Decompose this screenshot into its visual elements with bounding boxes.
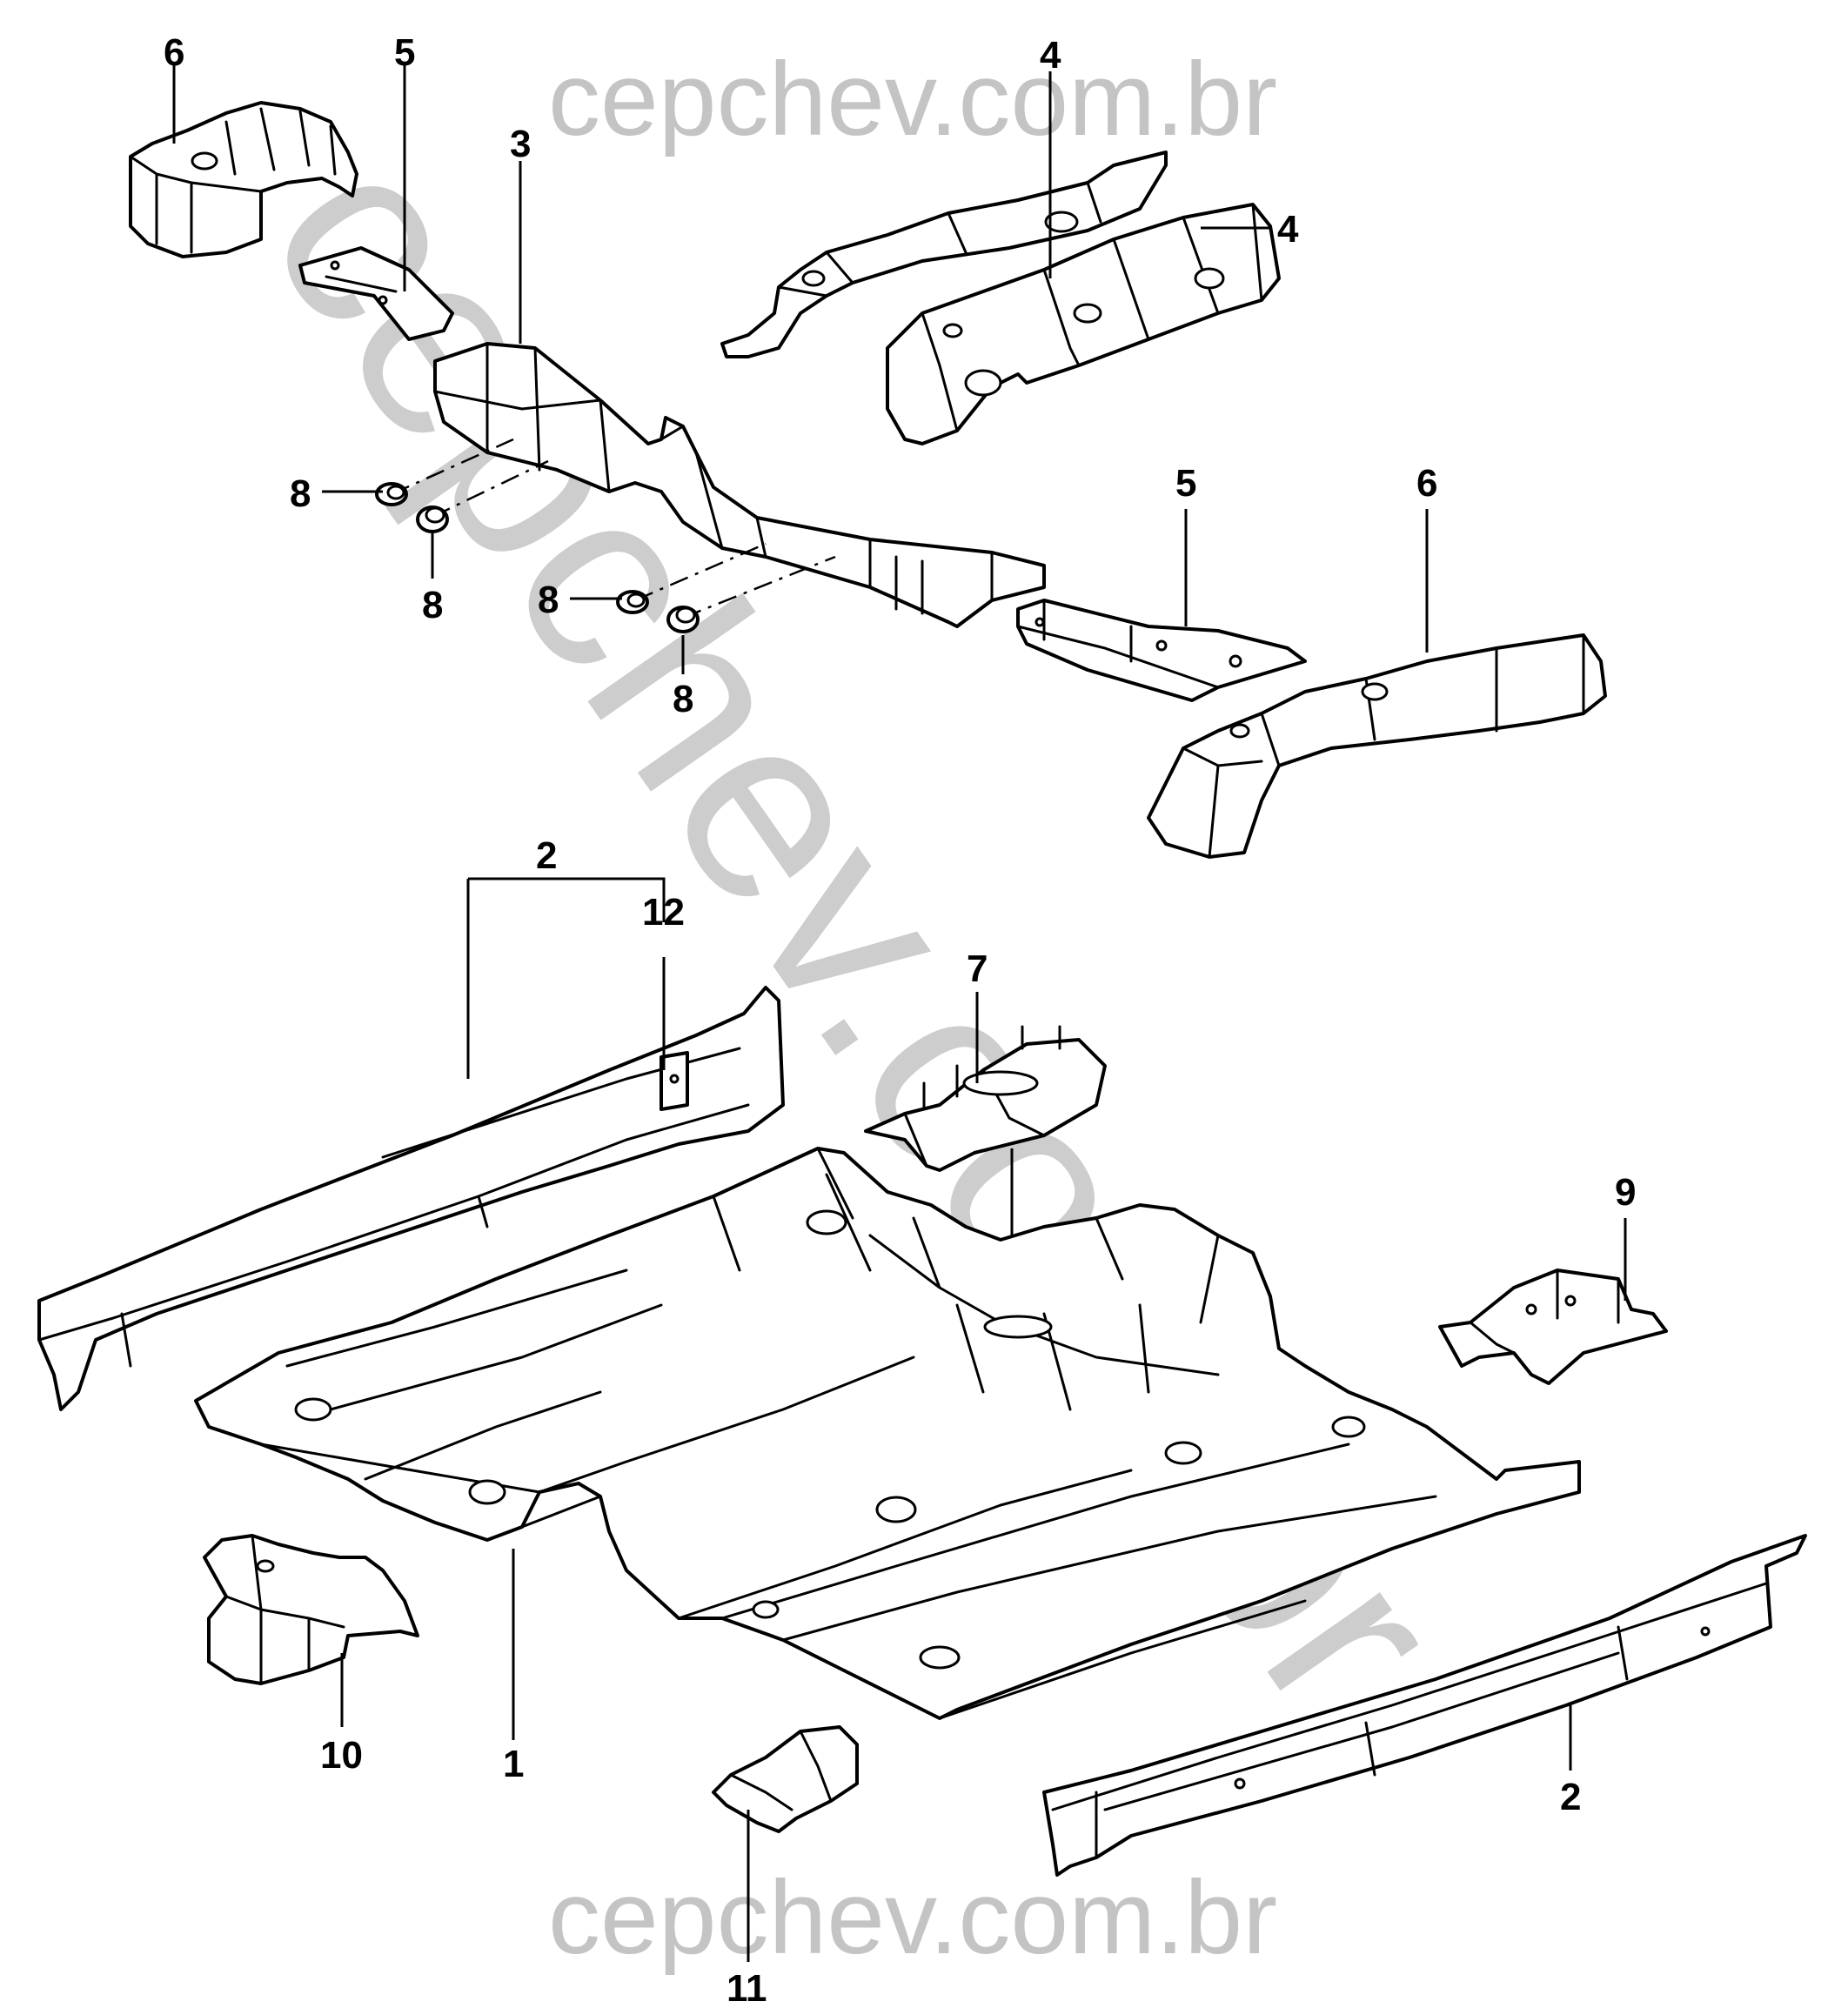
leader-lines bbox=[172, 65, 1627, 1962]
callout-5-top: 5 bbox=[394, 31, 415, 74]
callout-10: 10 bbox=[320, 1734, 363, 1777]
callout-6-mid: 6 bbox=[1416, 462, 1437, 505]
part-5-middle bbox=[1016, 599, 1307, 702]
callout-1: 1 bbox=[503, 1743, 524, 1785]
callout-4-top: 4 bbox=[1040, 34, 1061, 77]
part-6-upper-left bbox=[129, 101, 358, 258]
fastener-8-d bbox=[666, 606, 700, 633]
part-7-bracket bbox=[864, 1025, 1107, 1172]
callout-12: 12 bbox=[642, 891, 685, 934]
callout-9: 9 bbox=[1615, 1171, 1636, 1214]
callout-labels: 6 5 3 4 4 8 8 8 8 5 6 2 12 7 9 10 1 2 11 bbox=[164, 31, 1636, 2010]
callout-2-bottom: 2 bbox=[1560, 1776, 1581, 1818]
part-4-upper-rail bbox=[720, 151, 1168, 358]
part-9-bracket bbox=[1438, 1269, 1668, 1385]
callout-3: 3 bbox=[510, 123, 531, 165]
callout-8-a: 8 bbox=[290, 472, 311, 515]
watermark-top: cepchev.com.br bbox=[548, 41, 1277, 157]
part-5-upper bbox=[298, 246, 454, 341]
fasteners-8 bbox=[375, 438, 836, 633]
callout-2-top: 2 bbox=[536, 834, 557, 877]
callout-5-mid: 5 bbox=[1175, 462, 1196, 505]
watermark-bottom: cepchev.com.br bbox=[548, 1859, 1277, 1976]
part-4-main-rail bbox=[886, 203, 1281, 445]
fastener-8-a bbox=[375, 482, 408, 506]
fastener-8-c bbox=[616, 590, 649, 614]
callout-8-c: 8 bbox=[538, 579, 559, 621]
part-10-lower-left bbox=[203, 1534, 419, 1685]
part-3-rail bbox=[433, 342, 1046, 628]
part-6-middle-right bbox=[1147, 633, 1607, 859]
callout-11: 11 bbox=[726, 1967, 767, 2010]
part-2-sill-lower bbox=[1042, 1534, 1807, 1877]
callout-8-b: 8 bbox=[422, 584, 443, 626]
part-2-sill-upper bbox=[37, 986, 785, 1411]
callout-4-right: 4 bbox=[1277, 208, 1299, 251]
callout-8-d: 8 bbox=[673, 678, 693, 720]
part-1-floor-pan bbox=[194, 1147, 1581, 1720]
callout-7: 7 bbox=[967, 947, 988, 990]
part-11-bracket bbox=[712, 1725, 859, 1833]
callout-6-top: 6 bbox=[164, 31, 184, 74]
fastener-8-b bbox=[416, 505, 449, 533]
